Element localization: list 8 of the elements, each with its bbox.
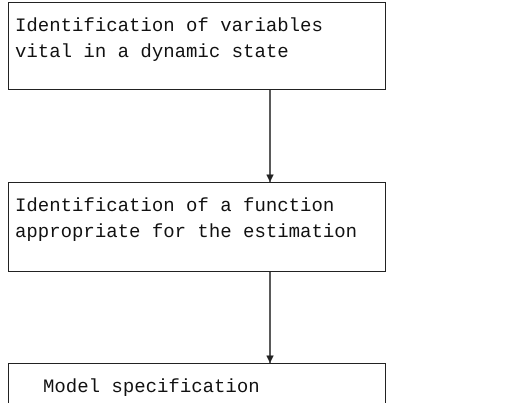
box-text: Model specification [43, 375, 261, 400]
arrow [266, 90, 274, 182]
arrow [266, 272, 274, 363]
process-box [8, 2, 386, 90]
box-text: Identification of a function appropriate for the estimation [15, 194, 358, 245]
box-text: Identification of variables vital in a dynamic state [15, 14, 324, 65]
process-box [8, 182, 386, 272]
process-box [8, 363, 386, 403]
